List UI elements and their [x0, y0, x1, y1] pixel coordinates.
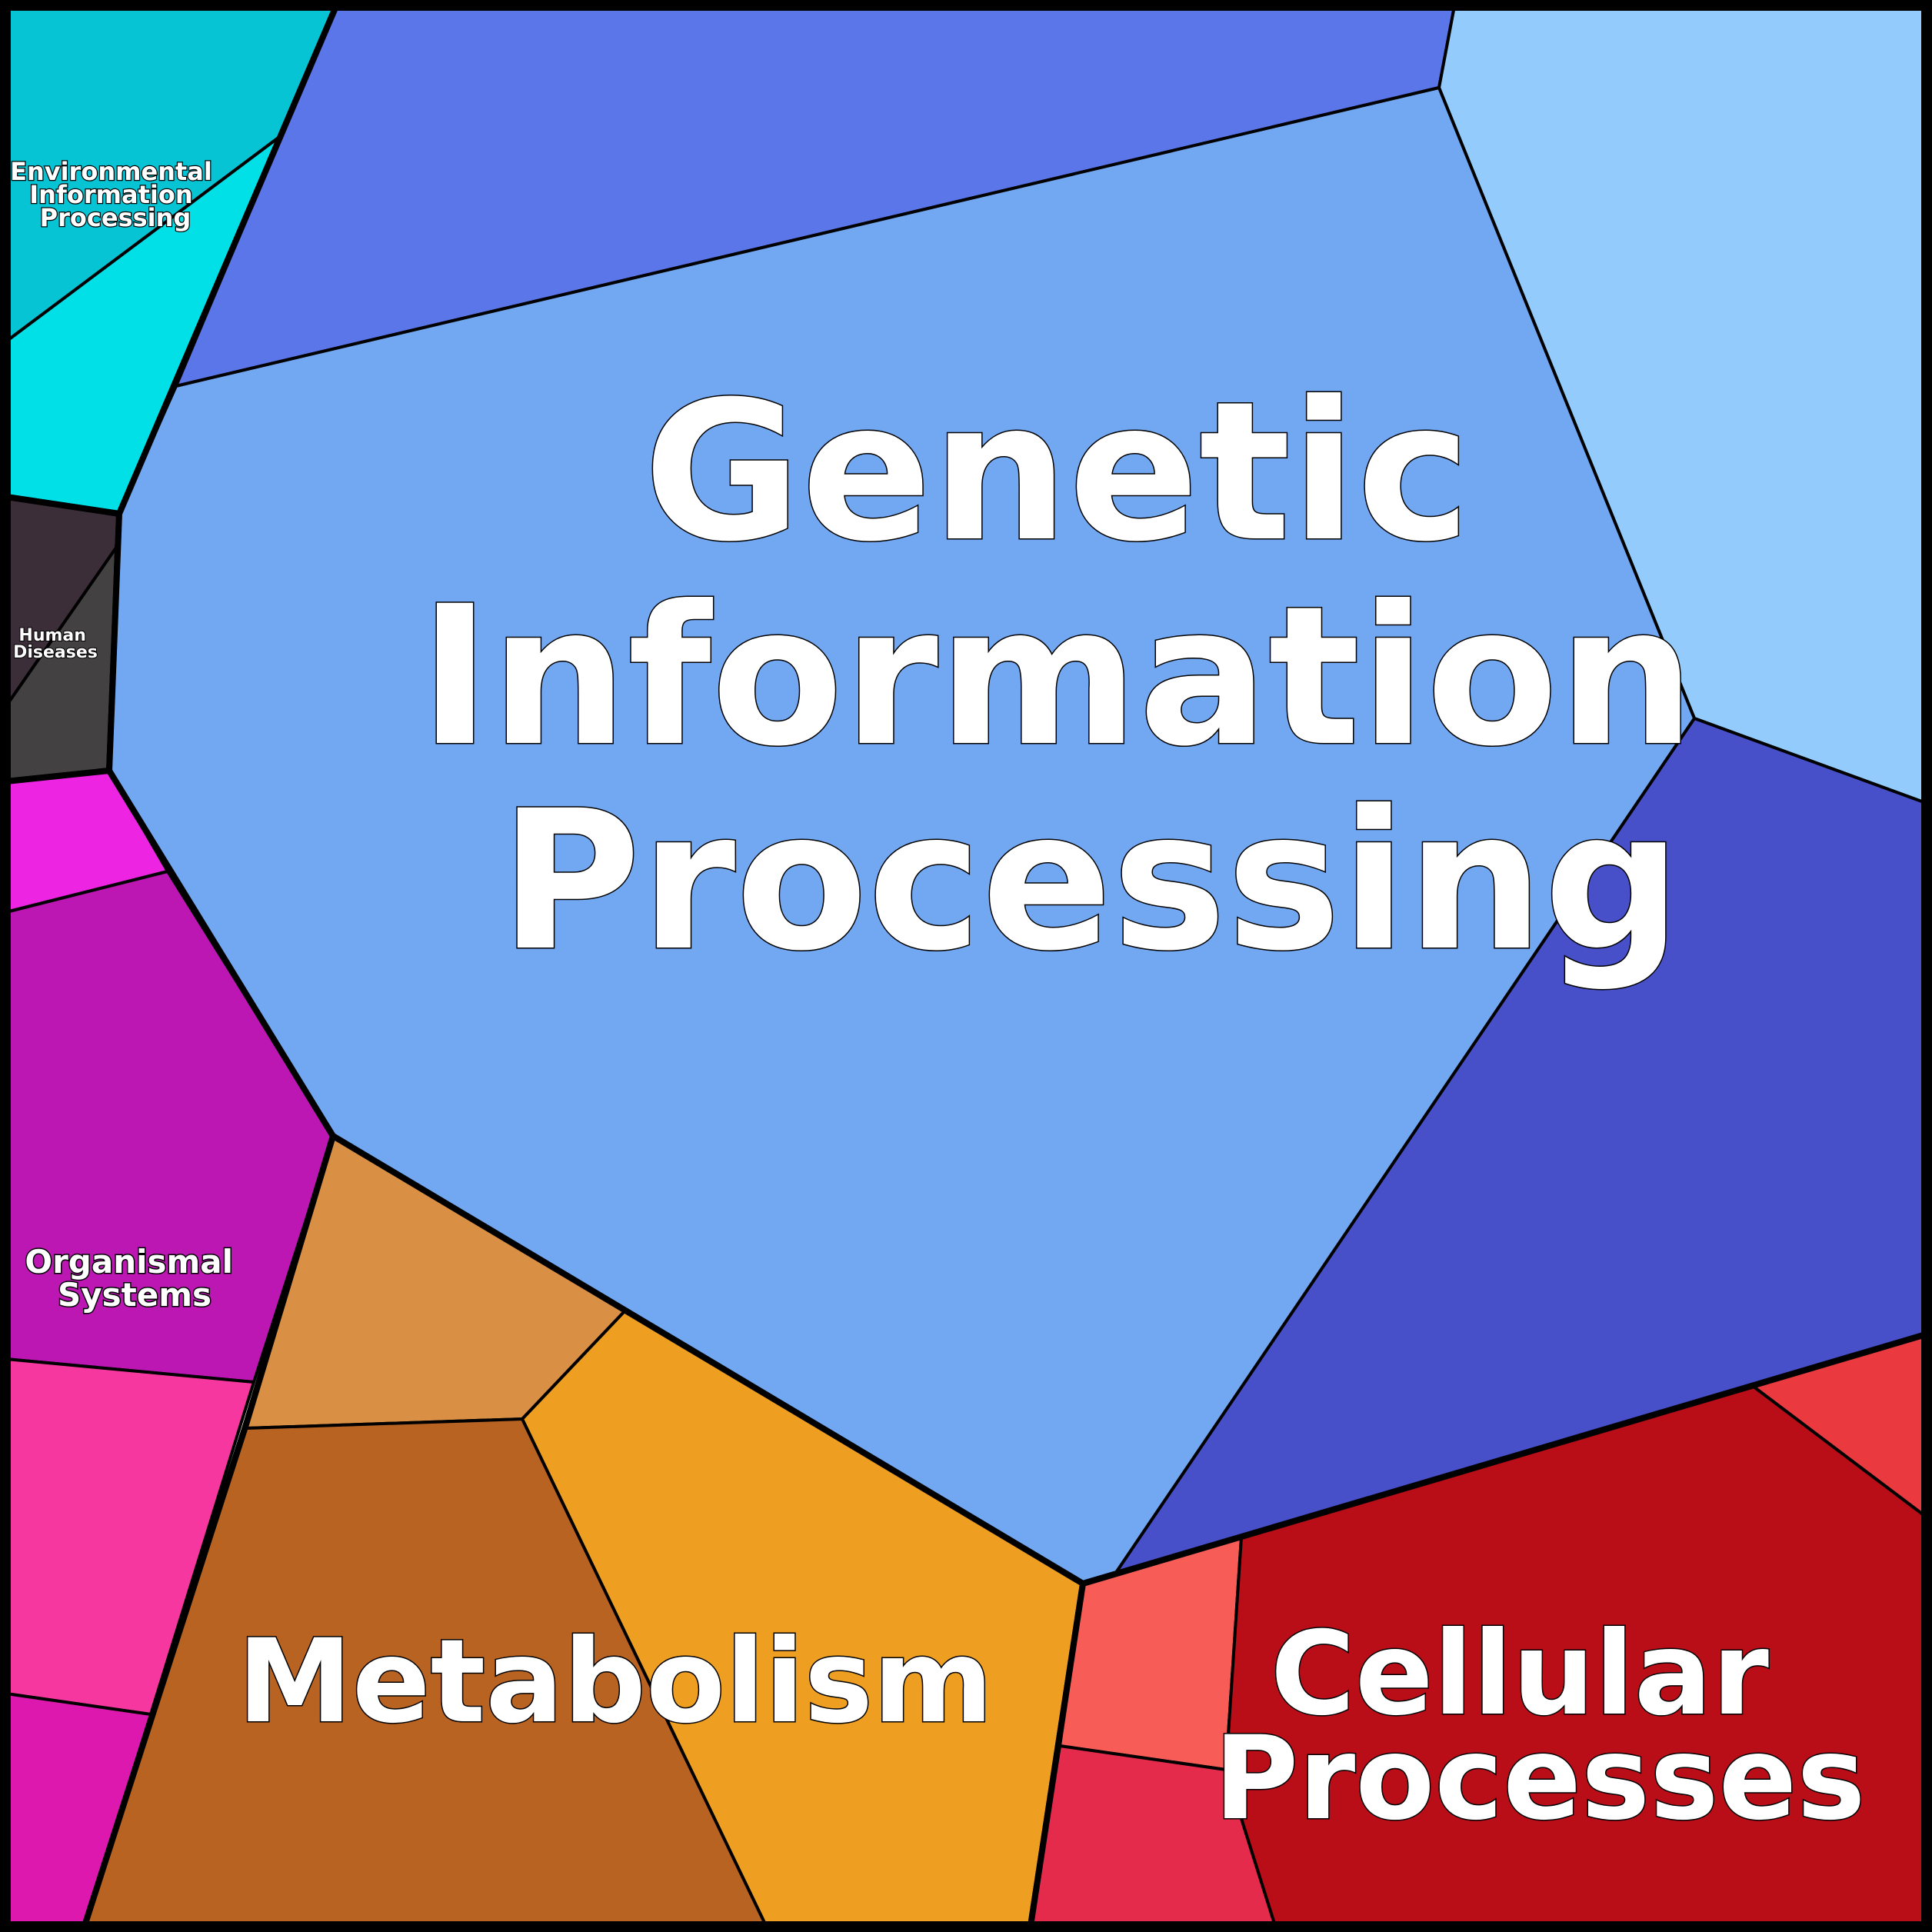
label-cellular-line-2: Processes — [1214, 1712, 1865, 1846]
label-human-line-2: Diseases — [13, 643, 98, 662]
label-metabolism: Metabolism — [238, 1615, 994, 1749]
group-organismal[interactable] — [3, 768, 336, 1929]
label-organismal-line-1: Organismal — [25, 1243, 233, 1281]
label-environmental-line-2: Information — [29, 180, 192, 209]
label-cellular: Cellular Processes — [1214, 1607, 1865, 1846]
label-human: Human Diseases — [13, 626, 98, 662]
label-genetic-line-3: Processing — [500, 769, 1681, 993]
label-genetic-line-1: Genetic — [644, 360, 1471, 584]
group-human[interactable] — [3, 494, 122, 784]
label-environmental-line-1: Environmental — [10, 157, 212, 186]
label-human-line-1: Human — [18, 626, 86, 645]
label-environmental-line-3: Processing — [40, 203, 192, 232]
label-genetic: Genetic Information Processing — [419, 360, 1762, 993]
label-organismal-line-2: Systems — [58, 1276, 212, 1314]
label-cellular-line-1: Cellular — [1271, 1607, 1769, 1741]
label-organismal: Organismal Systems — [25, 1243, 244, 1314]
label-environmental: Environmental Information Processing — [10, 157, 221, 232]
group-metabolism[interactable] — [82, 1133, 1086, 1929]
group-genetic[interactable] — [106, 3, 1929, 1587]
label-metabolism-line-1: Metabolism — [238, 1615, 994, 1749]
group-cellular[interactable] — [1028, 1331, 1929, 1929]
label-genetic-line-2: Information — [419, 565, 1695, 788]
